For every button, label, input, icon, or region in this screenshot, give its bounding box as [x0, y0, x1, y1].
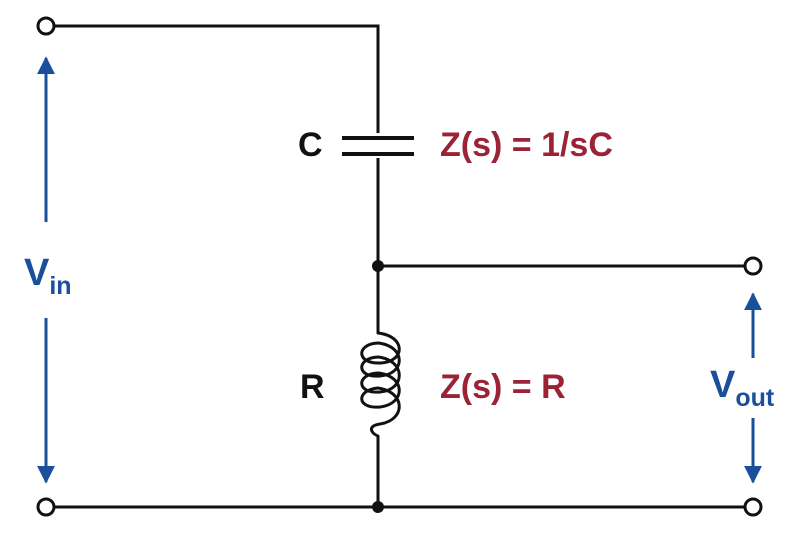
vin-symbol: V	[24, 252, 50, 294]
capacitor-label: C	[298, 126, 323, 164]
junction-dot-middle	[372, 260, 384, 272]
input-terminal-bottom	[36, 497, 56, 517]
resistor-label: R	[300, 368, 325, 406]
junction-dot-bottom	[372, 501, 384, 513]
capacitor-impedance-label: Z(s) = 1/sC	[440, 126, 613, 164]
vin-subscript: in	[49, 272, 72, 300]
vout-subscript: out	[735, 384, 775, 412]
output-terminal-bottom	[743, 497, 763, 517]
output-terminal-top	[743, 256, 763, 276]
top-wire	[54, 24, 380, 133]
input-terminal-top	[36, 16, 56, 36]
resistor-coil	[360, 331, 401, 438]
vout-label: Vout	[710, 366, 774, 411]
resistor-impedance-label: Z(s) = R	[440, 368, 566, 406]
vin-label: Vin	[24, 254, 72, 299]
vout-symbol: V	[710, 364, 736, 406]
